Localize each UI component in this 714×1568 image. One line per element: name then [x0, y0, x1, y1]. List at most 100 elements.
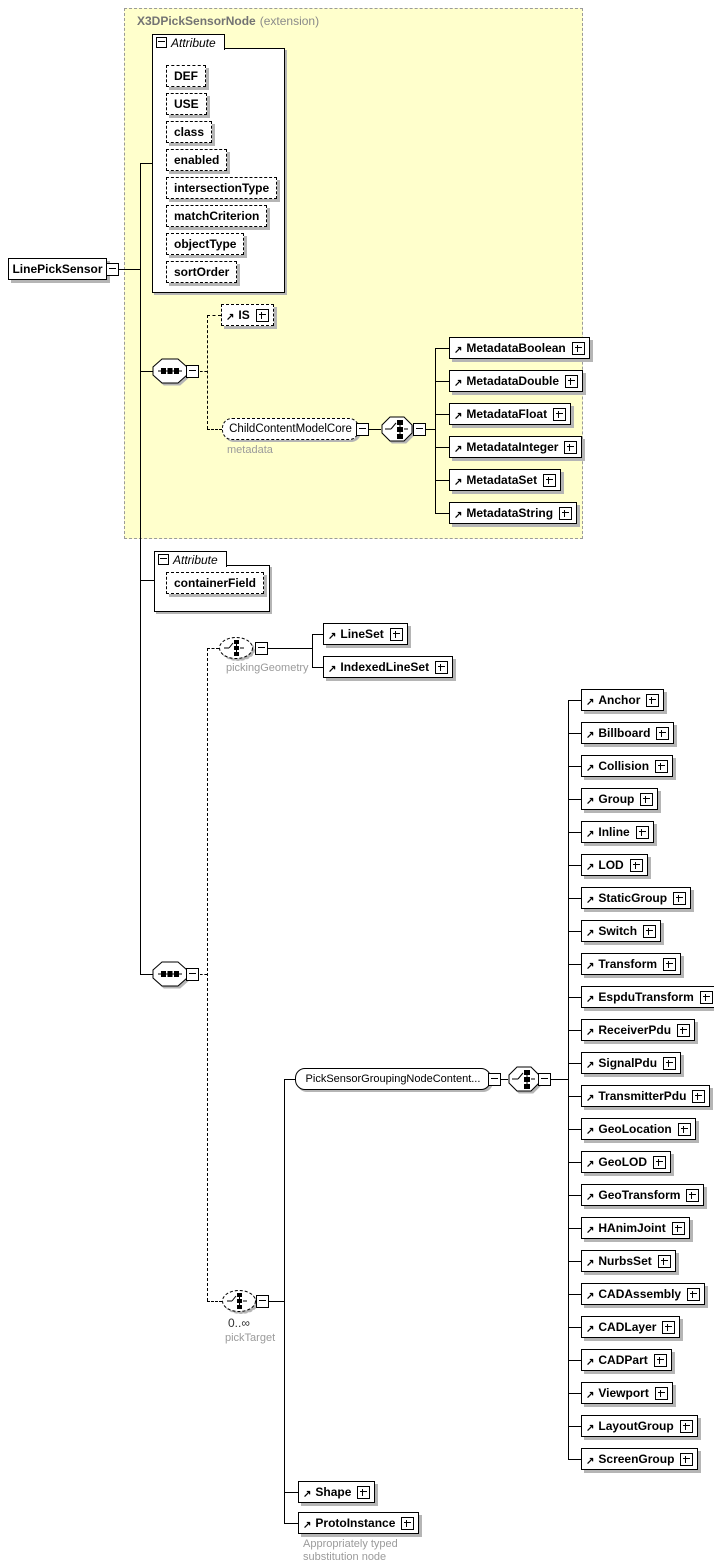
expand-plus-icon[interactable] [357, 1485, 371, 1499]
collapse-minus-icon[interactable] [255, 642, 268, 655]
group-ref-PickSensorGroupingNodeContent[interactable]: PickSensorGroupingNodeContent... [295, 1068, 491, 1090]
attribute-node-sortOrder[interactable]: sortOrder [166, 261, 238, 283]
expand-plus-icon[interactable] [255, 308, 269, 322]
pick-target-option-node-Switch[interactable]: ↗Switch [581, 920, 662, 942]
pick-target-option-node-NurbsSet[interactable]: ↗NurbsSet [581, 1250, 676, 1272]
picking-geometry-option-node-IndexedLineSet[interactable]: ↗IndexedLineSet [323, 656, 454, 678]
collapse-minus-icon[interactable] [186, 968, 199, 981]
expand-plus-icon[interactable] [571, 341, 585, 355]
expand-plus-icon[interactable] [629, 858, 643, 872]
expand-plus-icon[interactable] [687, 1287, 701, 1301]
pick-target-option-node-Collision[interactable]: ↗Collision [581, 755, 674, 777]
expand-plus-icon[interactable] [653, 1155, 667, 1169]
metadata-option-node-MetadataDouble[interactable]: ↗MetadataDouble [449, 370, 584, 392]
sequence-connector-icon [152, 358, 188, 384]
expand-plus-icon[interactable] [655, 759, 669, 773]
collapse-minus-icon[interactable] [538, 1073, 551, 1086]
expand-plus-icon[interactable] [686, 1188, 700, 1202]
expand-plus-icon[interactable] [662, 1320, 676, 1334]
attribute-node-containerField[interactable]: containerField [166, 572, 265, 594]
metadata-option-node-MetadataInteger[interactable]: ↗MetadataInteger [449, 436, 583, 458]
pick-target-option-node-Anchor[interactable]: ↗Anchor [581, 689, 665, 711]
metadata-option-node-MetadataFloat[interactable]: ↗MetadataFloat [449, 403, 572, 425]
expand-plus-icon[interactable] [640, 792, 654, 806]
metadata-option-node-MetadataBoolean[interactable]: ↗MetadataBoolean [449, 337, 590, 359]
pick-target-option-node-HAnimJoint[interactable]: ↗HAnimJoint [581, 1217, 690, 1239]
pick-target-option-node-CADAssembly[interactable]: ↗CADAssembly [581, 1283, 706, 1305]
pick-target-option-node-TransmitterPdu[interactable]: ↗TransmitterPdu [581, 1085, 711, 1107]
expand-plus-icon[interactable] [559, 506, 573, 520]
expand-plus-icon[interactable] [643, 924, 657, 938]
element-node-ProtoInstance[interactable]: ↗ ProtoInstance [298, 1512, 420, 1534]
pick-target-option-node-CADLayer[interactable]: ↗CADLayer [581, 1316, 681, 1338]
collapse-minus-icon[interactable] [186, 365, 199, 378]
expand-plus-icon[interactable] [680, 1452, 694, 1466]
collapse-minus-icon[interactable] [156, 37, 167, 48]
pick-target-option-node-ReceiverPdu[interactable]: ↗ReceiverPdu [581, 1019, 696, 1041]
expand-plus-icon[interactable] [671, 1221, 685, 1235]
attribute-node-matchCriterion[interactable]: matchCriterion [166, 205, 268, 227]
expand-plus-icon[interactable] [679, 1419, 693, 1433]
pick-target-option-node-Transform[interactable]: ↗Transform [581, 953, 682, 975]
pick-target-option-node-Viewport[interactable]: ↗Viewport [581, 1382, 673, 1404]
expand-plus-icon[interactable] [656, 726, 670, 740]
attribute-node-enabled[interactable]: enabled [166, 149, 228, 171]
attribute-node-USE[interactable]: USE [166, 93, 207, 115]
expand-plus-icon[interactable] [553, 407, 567, 421]
collapse-minus-icon[interactable] [158, 554, 169, 565]
expand-plus-icon[interactable] [654, 1386, 668, 1400]
expand-plus-icon[interactable] [677, 1122, 691, 1136]
pick-target-option-node-Inline[interactable]: ↗Inline [581, 821, 654, 843]
pick-target-option-node-EspduTransform[interactable]: ↗EspduTransform [581, 986, 714, 1008]
expand-plus-icon[interactable] [653, 1353, 667, 1367]
expand-plus-icon[interactable] [692, 1089, 706, 1103]
pick-target-option-node-GeoTransform[interactable]: ↗GeoTransform [581, 1184, 705, 1206]
metadata-option-node-MetadataSet[interactable]: ↗MetadataSet [449, 469, 562, 491]
pick-target-option-node-GeoLocation[interactable]: ↗GeoLocation [581, 1118, 696, 1140]
element-ref-arrow-icon: ↗ [586, 829, 595, 840]
collapse-minus-icon[interactable] [106, 263, 119, 276]
collapse-minus-icon[interactable] [488, 1073, 501, 1086]
expand-plus-icon[interactable] [699, 990, 713, 1004]
expand-plus-icon[interactable] [564, 440, 578, 454]
expand-plus-icon[interactable] [663, 1056, 677, 1070]
collapse-minus-icon[interactable] [356, 423, 369, 436]
expand-plus-icon[interactable] [389, 627, 403, 641]
expand-plus-icon[interactable] [401, 1516, 415, 1530]
element-ref-arrow-icon: ↗ [454, 378, 463, 389]
expand-plus-icon[interactable] [635, 825, 649, 839]
pick-target-option-node-Group[interactable]: ↗Group [581, 788, 659, 810]
collapse-minus-icon[interactable] [413, 423, 426, 436]
pick-target-option-node-ScreenGroup[interactable]: ↗ScreenGroup [581, 1448, 699, 1470]
expand-plus-icon[interactable] [663, 957, 677, 971]
attribute-node-objectType[interactable]: objectType [166, 233, 245, 255]
pick-target-option-node-LOD[interactable]: ↗LOD [581, 854, 648, 876]
expand-plus-icon[interactable] [673, 891, 687, 905]
pick-target-option-node-CADPart[interactable]: ↗CADPart [581, 1349, 672, 1371]
pick-target-option-node-StaticGroup[interactable]: ↗StaticGroup [581, 887, 692, 909]
pick-target-option-node-Billboard[interactable]: ↗Billboard [581, 722, 675, 744]
attribute-node-intersectionType[interactable]: intersectionType [166, 177, 278, 199]
attribute-block-extension-tab[interactable]: Attribute [152, 34, 225, 50]
root-node-LinePickSensor[interactable]: LinePickSensor [8, 258, 107, 280]
expand-plus-icon[interactable] [543, 473, 557, 487]
collapse-minus-icon[interactable] [256, 1295, 269, 1308]
expand-plus-icon[interactable] [657, 1254, 671, 1268]
attribute-label: sortOrder [174, 265, 230, 279]
attribute-block-local-tab[interactable]: Attribute [154, 551, 227, 567]
pick-target-option-node-LayoutGroup[interactable]: ↗LayoutGroup [581, 1415, 698, 1437]
picking-geometry-option-node-LineSet[interactable]: ↗LineSet [323, 623, 408, 645]
pick-target-option-node-GeoLOD[interactable]: ↗GeoLOD [581, 1151, 672, 1173]
pick-target-option-node-SignalPdu[interactable]: ↗SignalPdu [581, 1052, 682, 1074]
metadata-option-node-MetadataString[interactable]: ↗MetadataString [449, 502, 578, 524]
element-node-IS[interactable]: ↗ IS [221, 304, 274, 326]
attribute-node-class[interactable]: class [166, 121, 213, 143]
element-label: EspduTransform [598, 990, 694, 1004]
expand-plus-icon[interactable] [435, 660, 449, 674]
expand-plus-icon[interactable] [565, 374, 579, 388]
group-ref-ChildContentModelCore[interactable]: ChildContentModelCore [222, 418, 359, 440]
element-node-Shape[interactable]: ↗ Shape [298, 1481, 376, 1503]
expand-plus-icon[interactable] [646, 693, 660, 707]
attribute-node-DEF[interactable]: DEF [166, 65, 206, 87]
expand-plus-icon[interactable] [677, 1023, 691, 1037]
